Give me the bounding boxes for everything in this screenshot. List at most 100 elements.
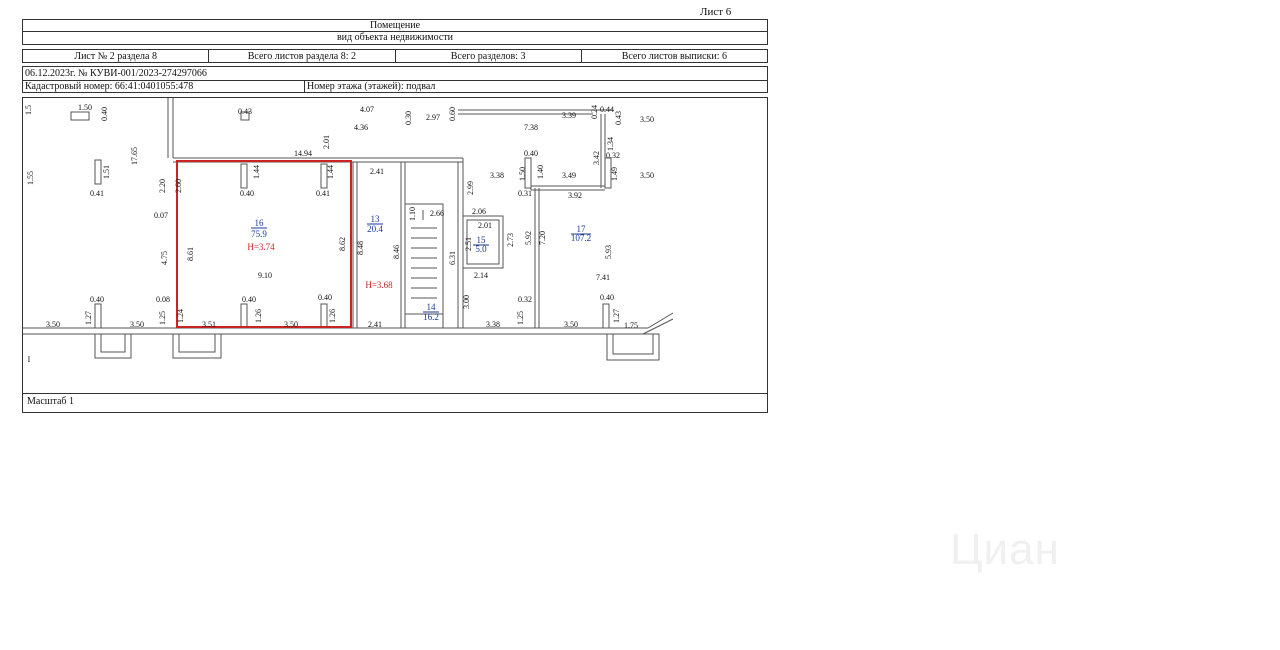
sheet-info-row: Лист № 2 раздела 8 Всего листов раздела …	[22, 49, 768, 63]
dim-label: 14.94	[294, 149, 312, 158]
dim-label: 2.73	[506, 233, 515, 247]
dim-label: 1.10	[408, 207, 417, 221]
scale-label: Масштаб 1	[22, 394, 768, 413]
dim-label: 2.60	[174, 179, 183, 193]
dim-label: 7.41	[596, 273, 610, 282]
dim-label: 8.48	[356, 241, 365, 255]
dim-label: 0.40	[600, 293, 614, 302]
dim-label: 1.24	[176, 309, 185, 323]
dim-label: 0.43	[238, 107, 252, 116]
dim-label: 5.92	[524, 231, 533, 245]
room-17-number: 17	[577, 224, 587, 234]
dim-label: 0.41	[90, 189, 104, 198]
dim-label: 2.20	[158, 179, 167, 193]
dim-label: 2.66	[430, 209, 444, 218]
dim-label: 1.26	[254, 309, 263, 323]
dim-label: 3.50	[564, 320, 578, 329]
sections-total: Всего разделов: 3	[396, 50, 582, 62]
dim-label: 1.25	[158, 311, 167, 325]
dim-label: I	[28, 355, 31, 364]
dim-label: 1.51	[102, 165, 111, 179]
dim-label: 3.50	[284, 320, 298, 329]
cadastral-number: Кадастровый номер: 66:41:0401055:478	[25, 81, 194, 92]
dim-label: 1.34	[606, 137, 615, 151]
extract-sheets-total: Всего листов выписки: 6	[621, 51, 728, 62]
dim-label: 1.44	[252, 165, 261, 179]
room-13-height: H=3.68	[365, 280, 393, 290]
dim-label: 9.10	[258, 271, 272, 280]
dim-label: 1.27	[84, 311, 93, 325]
room-13-number: 13	[371, 214, 381, 224]
document-subtitle: вид объекта недвижимости	[22, 32, 768, 45]
dim-label: 2.06	[472, 207, 486, 216]
dim-label: 2.51	[464, 237, 473, 251]
dim-label: 1.27	[612, 309, 621, 323]
floor-plan: 1.5 1.50 0.40 0.43 1.55 17.65 1.51 0.41 …	[22, 97, 768, 394]
room-13-area: 20.4	[367, 224, 383, 234]
floor-plan-drawing: 1.5 1.50 0.40 0.43 1.55 17.65 1.51 0.41 …	[23, 98, 674, 364]
sheet-of-section: Лист № 2 раздела 8	[23, 50, 210, 62]
dim-label: 0.40	[240, 189, 254, 198]
watermark-logo: Циан	[950, 525, 1060, 574]
dim-label: 3.92	[568, 191, 582, 200]
dim-label: 0.40	[318, 293, 332, 302]
dim-label: 1.55	[26, 171, 35, 185]
dim-label: 2.41	[370, 167, 384, 176]
dim-label: 8.62	[338, 237, 347, 251]
dim-label: 3.00	[462, 295, 471, 309]
floor-number: Номер этажа (этажей): подвал	[307, 81, 436, 92]
dim-label: 2.14	[474, 271, 488, 280]
dim-label: 7.20	[538, 231, 547, 245]
dim-label: 0.40	[90, 295, 104, 304]
dim-label: 0.60	[448, 107, 457, 121]
dim-label: 0.30	[404, 111, 413, 125]
room-14-number: 14	[427, 302, 437, 312]
room-14-area: 16.2	[423, 312, 439, 322]
dim-label: 0.40	[100, 107, 109, 121]
date-number: 06.12.2023г. № КУВИ-001/2023-274297066	[25, 68, 207, 79]
dim-label: 3.42	[592, 151, 601, 165]
dim-label: 0.07	[154, 211, 168, 220]
dim-label: 6.31	[448, 251, 457, 265]
dim-label: 0.41	[316, 189, 330, 198]
dim-label: 8.61	[186, 247, 195, 261]
dim-label: 0.31	[518, 189, 532, 198]
room-16-number: 16	[255, 218, 265, 228]
dim-label: 3.49	[562, 171, 576, 180]
room-17-area: 107.2	[571, 233, 591, 243]
dim-label: 4.75	[160, 251, 169, 265]
dim-label: 2.01	[478, 221, 492, 230]
dim-label: 0.32	[606, 151, 620, 160]
room-15-number: 15	[477, 235, 487, 245]
dim-label: 3.50	[130, 320, 144, 329]
dim-label: 0.32	[518, 295, 532, 304]
dim-label: 1.25	[516, 311, 525, 325]
room-16-area: 75.9	[251, 229, 267, 239]
dim-label: 4.07	[360, 105, 374, 114]
dim-label: 0.43	[614, 111, 623, 125]
room-16-height: H=3.74	[247, 242, 275, 252]
dim-label: 1.50	[518, 167, 527, 181]
dim-label: 1.26	[328, 309, 337, 323]
dim-label: 0.44	[600, 105, 614, 114]
dim-label: 1.40	[536, 165, 545, 179]
dim-label: 3.50	[640, 115, 654, 124]
dim-label: 3.38	[490, 171, 504, 180]
dim-label: 3.50	[640, 171, 654, 180]
document-title: Помещение	[22, 19, 768, 32]
dim-label: 3.39	[562, 111, 576, 120]
dim-label: 0.24	[590, 105, 599, 119]
record-info: 06.12.2023г. № КУВИ-001/2023-274297066 К…	[22, 66, 768, 93]
dim-label: 8.46	[392, 245, 401, 259]
dim-label: 17.65	[130, 147, 139, 165]
dim-label: 5.93	[604, 245, 613, 259]
dim-label: 7.38	[524, 123, 538, 132]
dim-label: 0.40	[524, 149, 538, 158]
dim-label: 1.5	[24, 105, 33, 115]
dim-label: 3.51	[202, 320, 216, 329]
dim-label: 2.01	[322, 135, 331, 149]
dim-label: 4.36	[354, 123, 368, 132]
room-15-area: 5.0	[475, 244, 487, 254]
dim-label: 0.40	[242, 295, 256, 304]
highlighted-room-16	[176, 160, 352, 328]
